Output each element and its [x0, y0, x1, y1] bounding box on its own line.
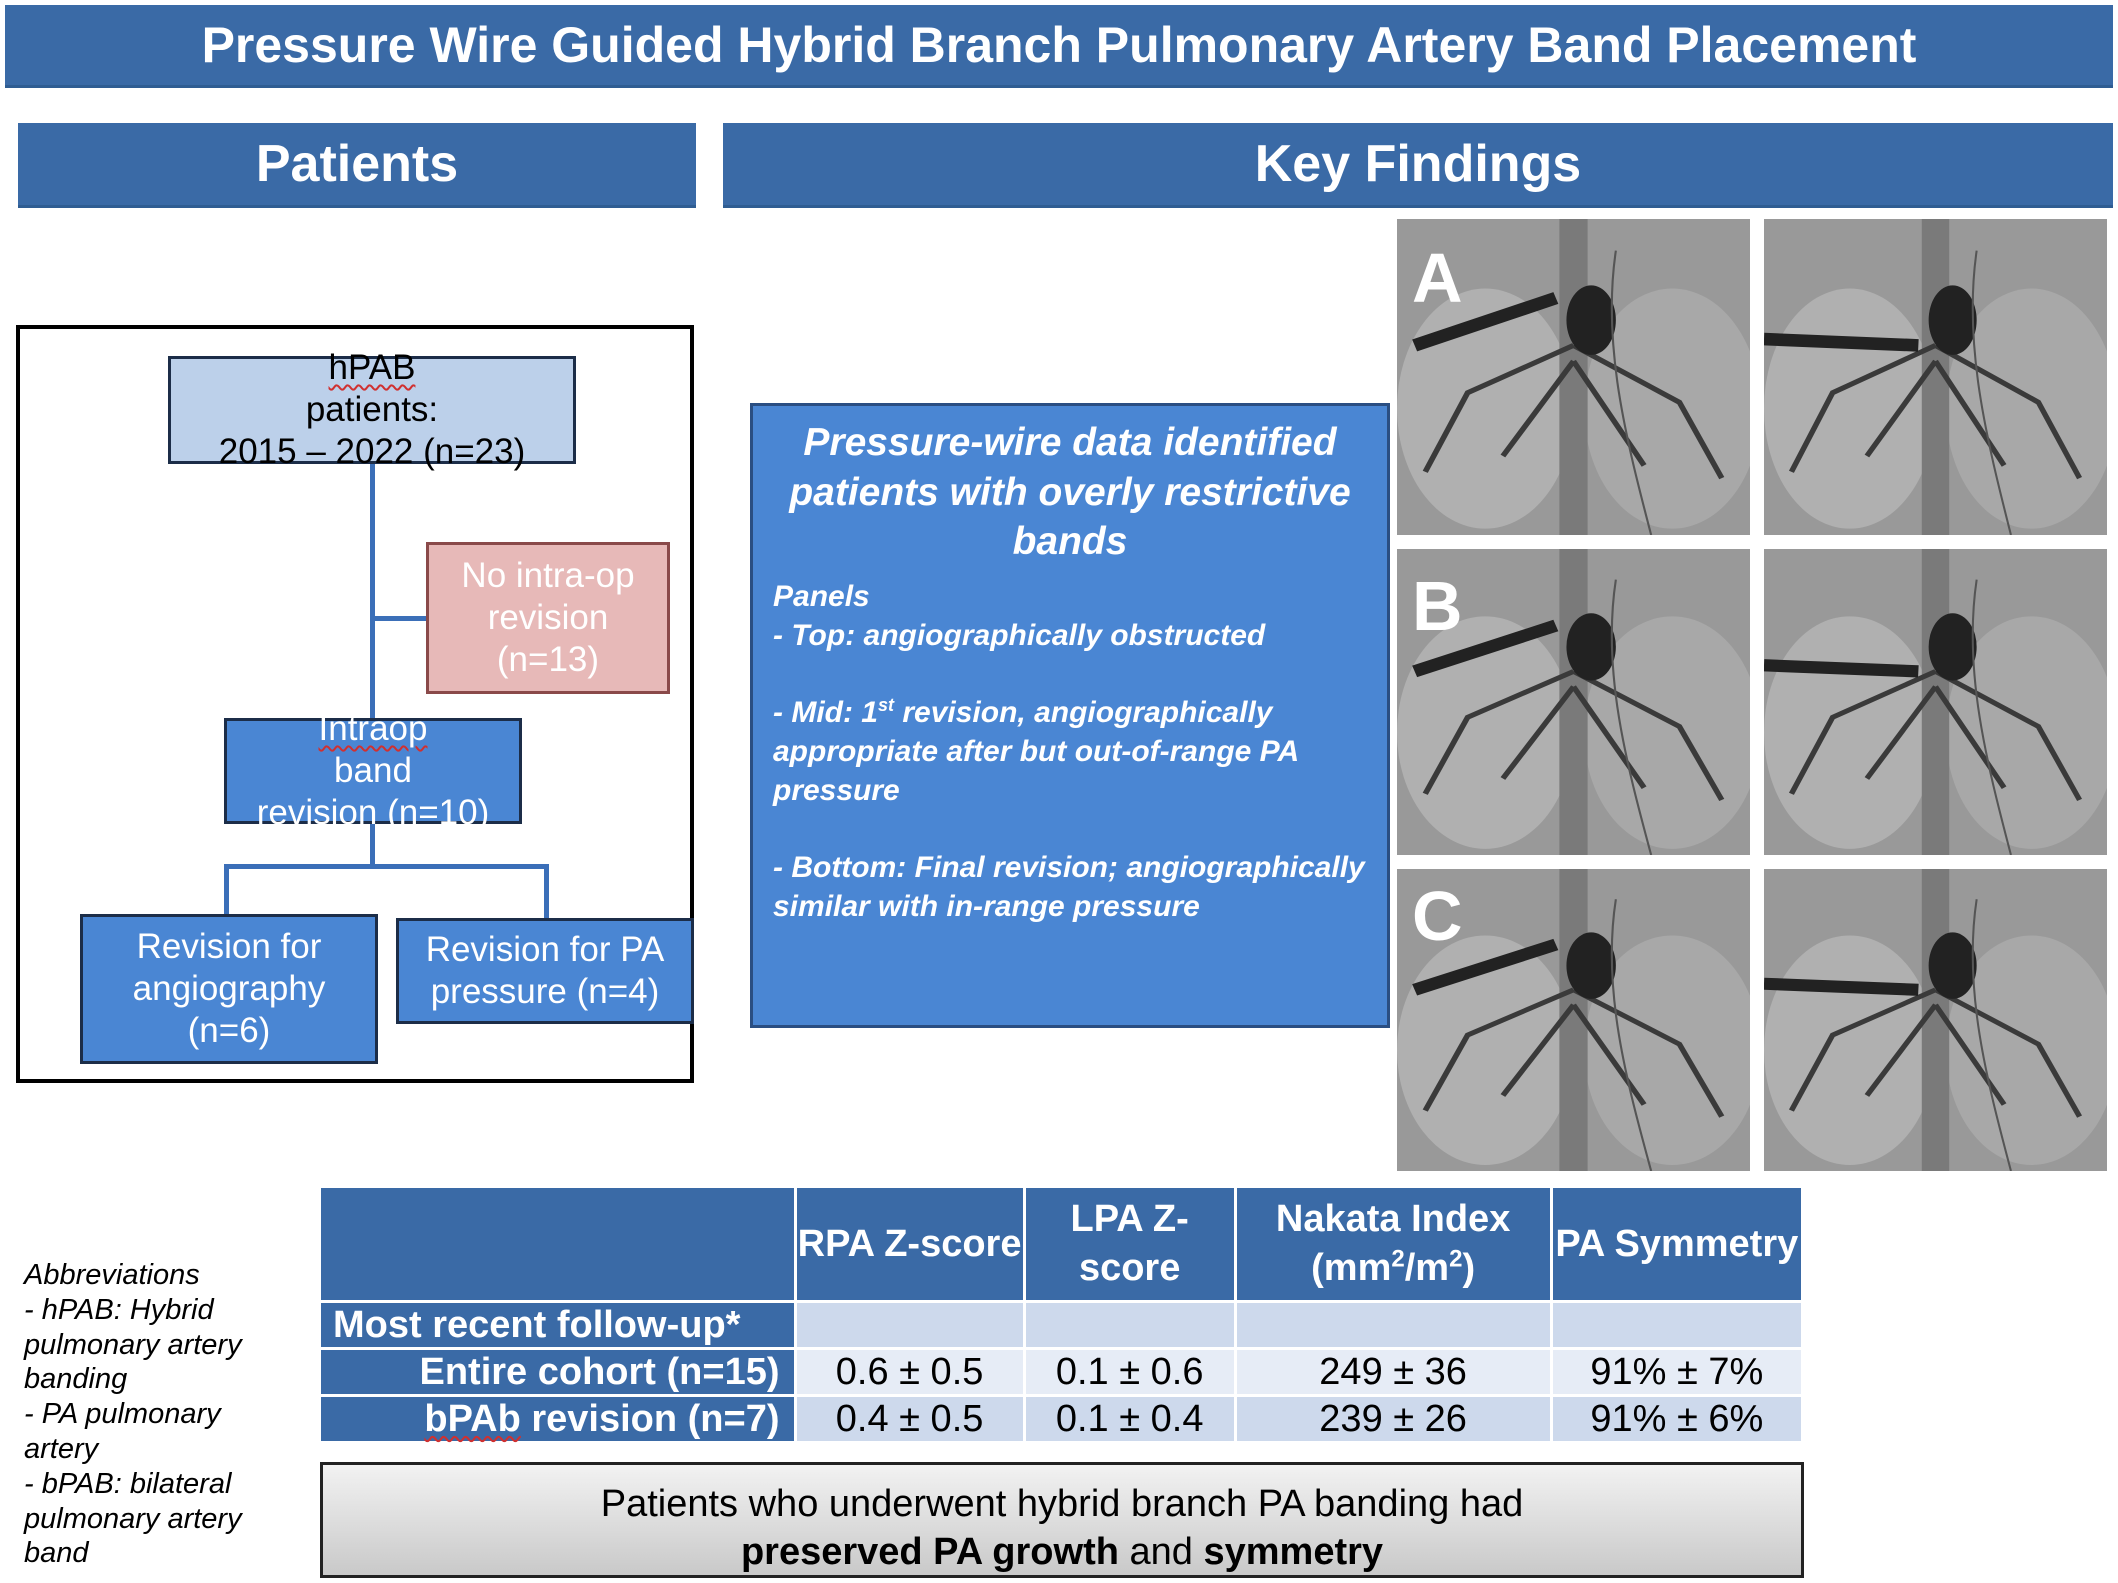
- table-row: Most recent follow-up*: [321, 1303, 1801, 1347]
- hpab-term: hPAB: [328, 348, 416, 387]
- angiography-image: [1764, 869, 2107, 1171]
- nakata-title: Nakata Index: [1275, 1198, 1511, 1241]
- mid-text-sup: st: [878, 694, 895, 715]
- row-label: Entire cohort (n=15): [321, 1350, 794, 1394]
- patient-flowchart-frame: [16, 325, 694, 1083]
- panel-label-a: A: [1412, 239, 1463, 317]
- title-banner: Pressure Wire Guided Hybrid Branch Pulmo…: [5, 5, 2113, 88]
- results-table: RPA Z-score LPA Z-score Nakata Index(mm2…: [318, 1185, 1804, 1444]
- conclusion-mid: and: [1118, 1530, 1204, 1573]
- row-label: bPAb revision (n=7): [321, 1397, 794, 1441]
- table-cell: [796, 1303, 1023, 1347]
- patients-header-label: Patients: [255, 135, 459, 193]
- conclusion-bold2: symmetry: [1203, 1530, 1384, 1573]
- col-rpa-header: RPA Z-score: [796, 1188, 1023, 1300]
- lpa-value: 0.1 ± 0.6: [1025, 1350, 1234, 1394]
- connector-line: [224, 864, 229, 920]
- abbreviations: Abbreviations - hPAB: Hybrid pulmonary a…: [24, 1258, 264, 1571]
- bpab-term: bPAb: [424, 1397, 521, 1440]
- abbreviation-item: - PA pulmonary artery: [24, 1398, 221, 1465]
- panel-mid-text: - Mid: 1st revision, angiographically ap…: [773, 693, 1387, 810]
- key-findings-header-label: Key Findings: [1254, 135, 1582, 193]
- angiography-line2: angiography: [132, 969, 326, 1008]
- table-corner-cell: [321, 1188, 794, 1300]
- table-header-row: RPA Z-score LPA Z-score Nakata Index(mm2…: [321, 1188, 1801, 1300]
- intraop-line1: Intraop band: [257, 708, 489, 792]
- no-revision-line3: (n=13): [496, 640, 600, 679]
- callout-headline: Pressure-wire data identified patients w…: [789, 421, 1351, 564]
- nakata-unit-a: (mm: [1311, 1247, 1392, 1289]
- connector-line: [370, 822, 375, 866]
- abbreviations-title: Abbreviations: [24, 1259, 200, 1291]
- connector-line: [224, 864, 549, 869]
- connector-line: [370, 462, 375, 724]
- abbreviation-item: - bPAB: bilateral pulmonary artery band: [24, 1467, 242, 1570]
- patients-header: Patients: [18, 123, 696, 208]
- nakata-unit-c: ): [1462, 1247, 1476, 1289]
- nakata-value: 239 ± 26: [1236, 1397, 1550, 1441]
- nakata-value: 249 ± 36: [1236, 1350, 1550, 1394]
- conclusion-box: Patients who underwent hybrid branch PA …: [320, 1462, 1804, 1578]
- lpa-value: 0.1 ± 0.4: [1025, 1397, 1234, 1441]
- connector-line: [370, 616, 426, 621]
- symmetry-value: 91% ± 7%: [1552, 1350, 1801, 1394]
- panel-top-text: - Top: angiographically obstructed: [773, 618, 1266, 652]
- rpa-value: 0.4 ± 0.5: [796, 1397, 1023, 1441]
- all-patients-line1: hPAB patients:: [219, 347, 526, 431]
- page-title: Pressure Wire Guided Hybrid Branch Pulmo…: [201, 17, 1917, 73]
- angiography-image: [1764, 219, 2107, 535]
- angiography-line3: (n=6): [187, 1011, 271, 1050]
- nakata-sup1: 2: [1391, 1245, 1405, 1273]
- all-patients-box: hPAB patients:2015 – 2022 (n=23): [168, 348, 576, 471]
- panels-title: Panels: [773, 579, 870, 613]
- col-lpa-header: LPA Z-score: [1025, 1188, 1234, 1300]
- table-cell: [1025, 1303, 1234, 1347]
- row-label-rest: revision (n=7): [520, 1397, 780, 1440]
- mid-text-a: - Mid: 1: [773, 695, 878, 729]
- all-patients-line2: 2015 – 2022 (n=23): [218, 432, 526, 471]
- pressure-line1: Revision for PA: [425, 930, 665, 969]
- abbreviation-item: - hPAB: Hybrid pulmonary artery banding: [24, 1293, 242, 1396]
- col-symmetry-header: PA Symmetry: [1552, 1188, 1801, 1300]
- mid-text-b: revision, angiographically appropriate a…: [773, 695, 1298, 807]
- intraop-term: Intraop: [318, 709, 428, 748]
- angiography-image: [1397, 549, 1750, 855]
- no-revision-line2: revision: [487, 598, 609, 637]
- panel-bottom-text: - Bottom: Final revision; angiographical…: [773, 850, 1365, 923]
- conclusion-line2: preserved PA growth and symmetry: [323, 1529, 1801, 1577]
- key-findings-header: Key Findings: [723, 123, 2113, 208]
- pressure-line2: pressure (n=4): [430, 972, 660, 1011]
- rpa-value: 0.6 ± 0.5: [796, 1350, 1023, 1394]
- table-cell: [1552, 1303, 1801, 1347]
- conclusion-bold1: preserved PA growth: [740, 1530, 1119, 1573]
- nakata-unit-b: /m: [1404, 1247, 1450, 1289]
- table-cell: [1236, 1303, 1550, 1347]
- callout-body: Panels - Top: angiographically obstructe…: [753, 567, 1387, 926]
- table-row: Entire cohort (n=15) 0.6 ± 0.5 0.1 ± 0.6…: [321, 1350, 1801, 1394]
- no-revision-line1: No intra-op: [461, 556, 635, 595]
- col-nakata-header: Nakata Index(mm2/m2): [1236, 1188, 1550, 1300]
- angiography-image: [1397, 869, 1750, 1171]
- angiography-image: [1397, 219, 1750, 535]
- conclusion-line1: Patients who underwent hybrid branch PA …: [600, 1483, 1524, 1525]
- nakata-sup2: 2: [1449, 1245, 1463, 1273]
- symmetry-value: 91% ± 6%: [1552, 1397, 1801, 1441]
- angiography-line1: Revision for: [136, 927, 322, 966]
- panel-label-c: C: [1412, 877, 1463, 955]
- angiography-image: [1764, 549, 2107, 855]
- key-findings-callout: Pressure-wire data identified patients w…: [750, 403, 1390, 1028]
- connector-line: [544, 864, 549, 920]
- table-row: bPAb revision (n=7) 0.4 ± 0.5 0.1 ± 0.4 …: [321, 1397, 1801, 1441]
- group-label: Most recent follow-up*: [321, 1303, 794, 1347]
- intraop-line2: revision (n=10): [256, 793, 490, 832]
- panel-label-b: B: [1412, 567, 1463, 645]
